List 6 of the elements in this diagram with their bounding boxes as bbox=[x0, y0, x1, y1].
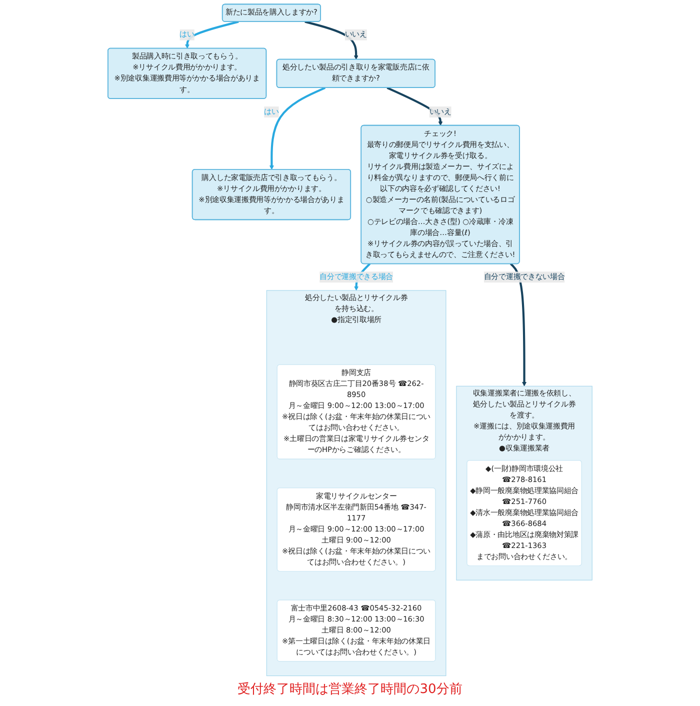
note-text: 受付終了時間は営業終了時間の30分前 bbox=[238, 681, 462, 698]
arrow bbox=[386, 86, 443, 126]
arrow bbox=[184, 20, 239, 49]
arrow bbox=[269, 86, 326, 170]
arrow bbox=[510, 262, 527, 386]
arrow bbox=[304, 20, 358, 60]
